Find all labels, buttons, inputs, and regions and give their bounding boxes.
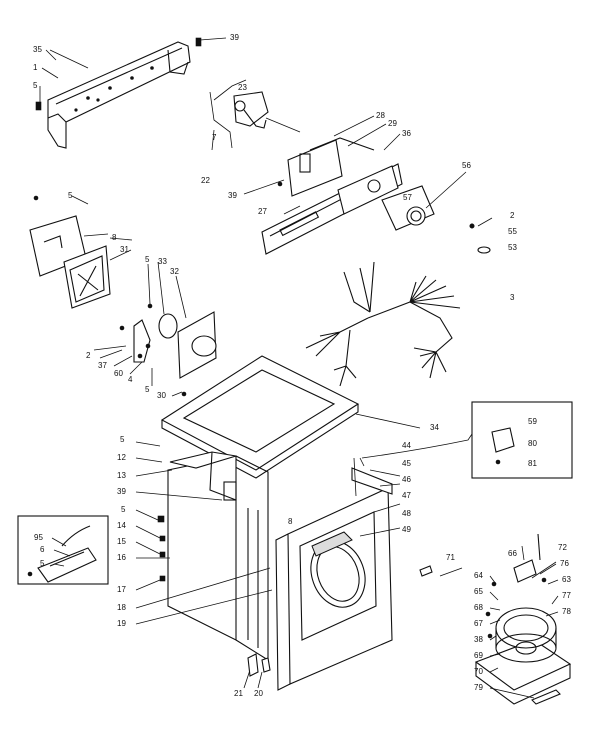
callout-17: 17 — [117, 585, 126, 594]
callout-60: 60 — [114, 369, 123, 378]
callout-16: 16 — [117, 553, 126, 562]
callout-59: 59 — [528, 417, 537, 426]
callout-5b: 5 — [68, 191, 73, 200]
callout-23: 23 — [238, 83, 247, 92]
callout-29: 29 — [388, 119, 397, 128]
wire-harness-part — [305, 261, 461, 387]
callout-3: 3 — [510, 293, 515, 302]
callout-53: 53 — [508, 243, 517, 252]
callout-5: 5 — [33, 81, 38, 90]
callout-39: 39 — [230, 33, 239, 42]
callout-2: 2 — [510, 211, 515, 220]
callout-35: 35 — [33, 45, 42, 54]
inset-box-right — [471, 401, 573, 479]
callout-66: 66 — [508, 549, 517, 558]
callout-65: 65 — [474, 587, 483, 596]
callout-44: 44 — [402, 441, 411, 450]
cabinet-top-part — [160, 355, 360, 479]
callout-39b: 39 — [228, 191, 237, 200]
callout-20: 20 — [254, 689, 263, 698]
callout-32: 32 — [170, 267, 179, 276]
callout-76: 76 — [560, 559, 569, 568]
callout-33: 33 — [158, 257, 167, 266]
front-panel-part — [275, 467, 393, 691]
callout-5f: 5 — [121, 505, 126, 514]
callout-21: 21 — [234, 689, 243, 698]
callout-34: 34 — [430, 423, 439, 432]
callout-2b: 2 — [86, 351, 91, 360]
callout-38: 38 — [474, 635, 483, 644]
callout-13: 13 — [117, 471, 126, 480]
callout-67: 67 — [474, 619, 483, 628]
cabinet-body-part — [157, 451, 269, 661]
callout-labels: 35 1 5 39 23 7 22 28 29 36 39 27 56 57 2… — [33, 33, 571, 698]
callout-70: 70 — [474, 667, 483, 676]
leader-lines — [41, 49, 559, 699]
callout-28: 28 — [376, 111, 385, 120]
knob-part — [381, 185, 435, 231]
callout-57: 57 — [403, 193, 412, 202]
callout-46: 46 — [402, 475, 411, 484]
callout-4: 4 — [128, 375, 133, 384]
top-rail-part — [47, 41, 191, 149]
callout-77: 77 — [562, 591, 571, 600]
callout-64: 64 — [474, 571, 483, 580]
callout-8b: 8 — [288, 517, 293, 526]
callout-69: 69 — [474, 651, 483, 660]
inset-left-part — [27, 525, 97, 583]
callout-30: 30 — [157, 391, 166, 400]
callout-72: 72 — [558, 543, 567, 552]
control-panel-part — [261, 137, 403, 255]
callout-68: 68 — [474, 603, 483, 612]
callout-22: 22 — [201, 176, 210, 185]
callout-12: 12 — [117, 453, 126, 462]
bracket-part — [29, 215, 111, 309]
callout-14: 14 — [117, 521, 126, 530]
callout-19: 19 — [117, 619, 126, 628]
callout-36: 36 — [402, 129, 411, 138]
callout-5g: 5 — [40, 559, 45, 568]
callout-5d: 5 — [145, 385, 150, 394]
tub-assembly-part — [474, 607, 572, 705]
callout-80: 80 — [528, 439, 537, 448]
callout-15: 15 — [117, 537, 126, 546]
callout-7: 7 — [212, 133, 217, 142]
callout-5c: 5 — [145, 255, 150, 264]
callout-8: 8 — [112, 233, 117, 242]
callout-49: 49 — [402, 525, 411, 534]
callout-95: 95 — [34, 533, 43, 542]
callout-78: 78 — [562, 607, 571, 616]
timer-part — [133, 311, 217, 379]
callout-55: 55 — [508, 227, 517, 236]
callout-5e: 5 — [120, 435, 125, 444]
callout-79: 79 — [474, 683, 483, 692]
callout-37: 37 — [98, 361, 107, 370]
callout-47: 47 — [402, 491, 411, 500]
switch-part — [209, 79, 269, 149]
callout-18: 18 — [117, 603, 126, 612]
callout-56: 56 — [462, 161, 471, 170]
callout-27: 27 — [258, 207, 267, 216]
callout-71: 71 — [446, 553, 455, 562]
callout-63: 63 — [562, 575, 571, 584]
callout-81: 81 — [528, 459, 537, 468]
inset-right-part — [491, 427, 515, 465]
inset-box-left — [17, 515, 109, 585]
callout-48: 48 — [402, 509, 411, 518]
callout-45: 45 — [402, 459, 411, 468]
callout-1: 1 — [33, 63, 38, 72]
callout-31: 31 — [120, 245, 129, 254]
callout-6: 6 — [40, 545, 45, 554]
callout-39c: 39 — [117, 487, 126, 496]
